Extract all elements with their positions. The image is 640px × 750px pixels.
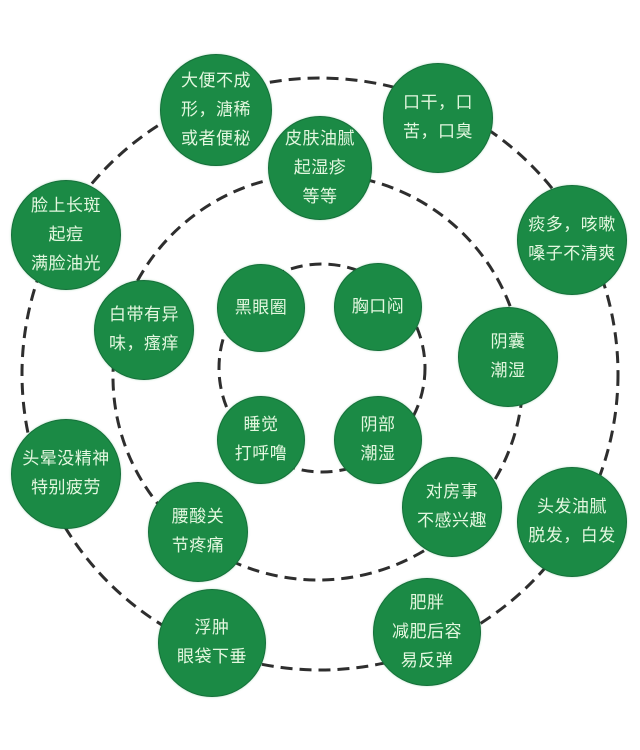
- symptom-node-mouth: 口干，口 苦，口臭: [383, 63, 493, 173]
- node-text: 阴囊: [490, 332, 526, 352]
- node-text: 口干，口: [403, 93, 473, 113]
- symptom-node-chest: 胸口闷: [334, 263, 422, 351]
- node-text: 皮肤油腻: [285, 128, 355, 149]
- symptom-node-dizzy: 头晕没精神 特别疲劳: [11, 419, 121, 529]
- symptom-node-stool: 大便不成 形，溏稀 或者便秘: [160, 54, 272, 166]
- node-text: 白带有异: [109, 305, 179, 325]
- node-text: 腰酸关: [171, 507, 225, 527]
- node-text: 潮湿: [490, 361, 526, 381]
- node-text: 减肥后容: [392, 621, 462, 642]
- node-text: 打呼噜: [234, 444, 288, 464]
- node-text: 痰多，咳嗽: [528, 215, 616, 235]
- node-text: 嗓子不清爽: [528, 244, 616, 264]
- symptom-node-hair: 头发油腻 脱发，白发: [517, 467, 627, 577]
- node-text: 黑眼圈: [234, 297, 288, 318]
- node-text: 脱发，白发: [528, 526, 616, 546]
- symptom-node-scrotum: 阴囊 潮湿: [458, 307, 558, 407]
- node-text: 等等: [302, 186, 338, 207]
- symptom-node-genital: 阴部 潮湿: [334, 396, 422, 484]
- node-text: 节疼痛: [171, 536, 225, 556]
- node-text: 苦，口臭: [403, 122, 473, 142]
- symptom-node-obesity: 肥胖 减肥后容 易反弹: [373, 578, 481, 686]
- outer-ring: [20, 76, 620, 672]
- inner-ring: [217, 262, 427, 474]
- node-text: 潮湿: [360, 444, 396, 464]
- node-text: 易反弹: [400, 650, 454, 671]
- node-text: 肥胖: [409, 592, 445, 613]
- node-text: 形，溏稀: [181, 99, 251, 120]
- node-text: 起痘: [48, 224, 84, 245]
- node-text: 不感兴趣: [417, 511, 487, 531]
- node-text: 胸口闷: [351, 296, 405, 317]
- node-text: 头发油腻: [537, 497, 607, 517]
- node-text: 对房事: [425, 482, 479, 502]
- symptom-node-edema: 浮肿 眼袋下垂: [158, 589, 266, 697]
- node-text: 脸上长斑: [31, 195, 101, 216]
- symptom-node-snoring: 睡觉 打呼噜: [217, 396, 305, 484]
- node-text: 特别疲劳: [31, 478, 101, 498]
- symptom-node-skin: 皮肤油腻 起湿疹 等等: [268, 116, 372, 220]
- symptom-node-face: 脸上长斑 起痘 满脸油光: [11, 180, 121, 290]
- node-text: 大便不成: [181, 70, 251, 91]
- symptom-node-libido: 对房事 不感兴趣: [402, 457, 502, 557]
- symptom-node-discharge: 白带有异 味，瘙痒: [94, 280, 194, 380]
- node-text: 起湿疹: [293, 157, 347, 178]
- node-text: 满脸油光: [31, 253, 101, 274]
- node-text: 眼袋下垂: [177, 647, 247, 667]
- symptom-node-joints: 腰酸关 节疼痛: [148, 482, 248, 582]
- symptom-node-dark-circles: 黑眼圈: [217, 264, 305, 352]
- symptom-node-phlegm: 痰多，咳嗽 嗓子不清爽: [517, 185, 627, 295]
- node-text: 头晕没精神: [22, 449, 110, 469]
- node-text: 味，瘙痒: [109, 334, 179, 354]
- node-text: 阴部: [360, 415, 396, 435]
- node-text: 或者便秘: [181, 128, 251, 149]
- node-text: 浮肿: [194, 618, 230, 638]
- node-text: 睡觉: [243, 415, 279, 435]
